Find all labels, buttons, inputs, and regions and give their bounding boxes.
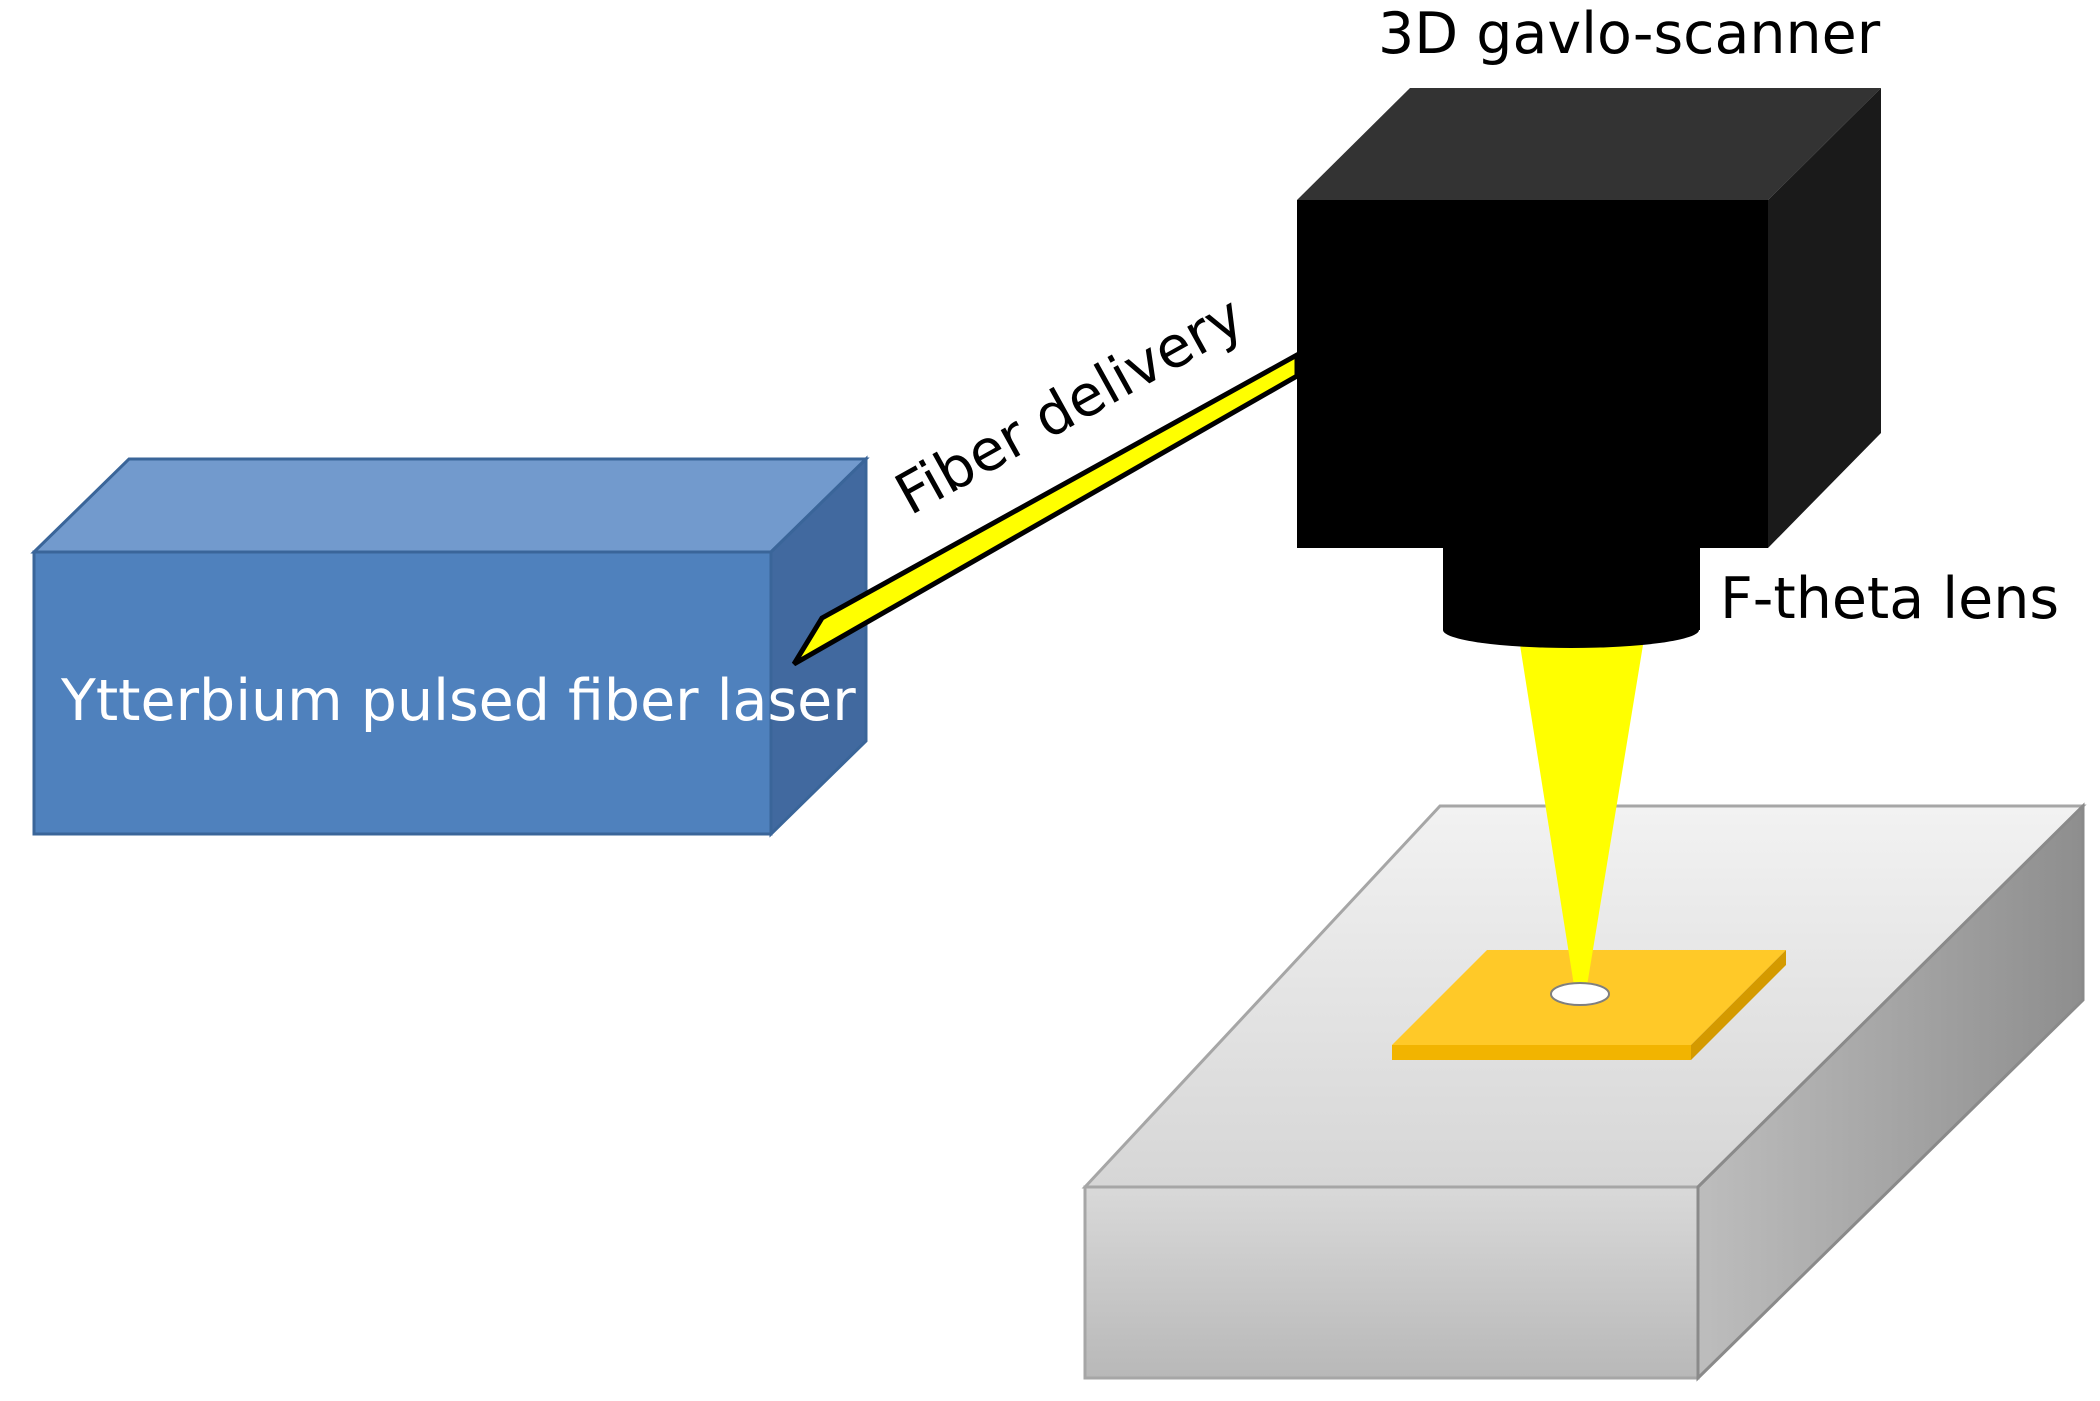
lens-label: F-theta lens <box>1720 566 2059 632</box>
f-theta-lens <box>1443 545 1700 648</box>
galvo-scanner <box>1297 88 1881 548</box>
laser-focus-spot <box>1550 982 1610 1006</box>
laser-source-top <box>30 457 870 554</box>
work-stage-front <box>1083 1185 1700 1380</box>
galvo-scanner-side <box>1768 88 1881 548</box>
sample-plate-front-edge <box>1392 1045 1691 1060</box>
galvo-scanner-front <box>1297 200 1768 548</box>
f-theta-lens-bottom <box>1443 612 1699 648</box>
laser-source <box>30 455 870 838</box>
laser-source-label: Ytterbium pulsed fiber laser <box>60 668 856 734</box>
focused-laser-beam <box>1520 645 1643 992</box>
sample-plate-side-edge <box>1691 950 1786 1060</box>
fiber-delivery-cable <box>791 350 1300 667</box>
galvo-scanner-top <box>1297 88 1881 200</box>
work-stage-side <box>1696 802 2085 1382</box>
scanner-label: 3D gavlo-scanner <box>1378 1 1881 67</box>
